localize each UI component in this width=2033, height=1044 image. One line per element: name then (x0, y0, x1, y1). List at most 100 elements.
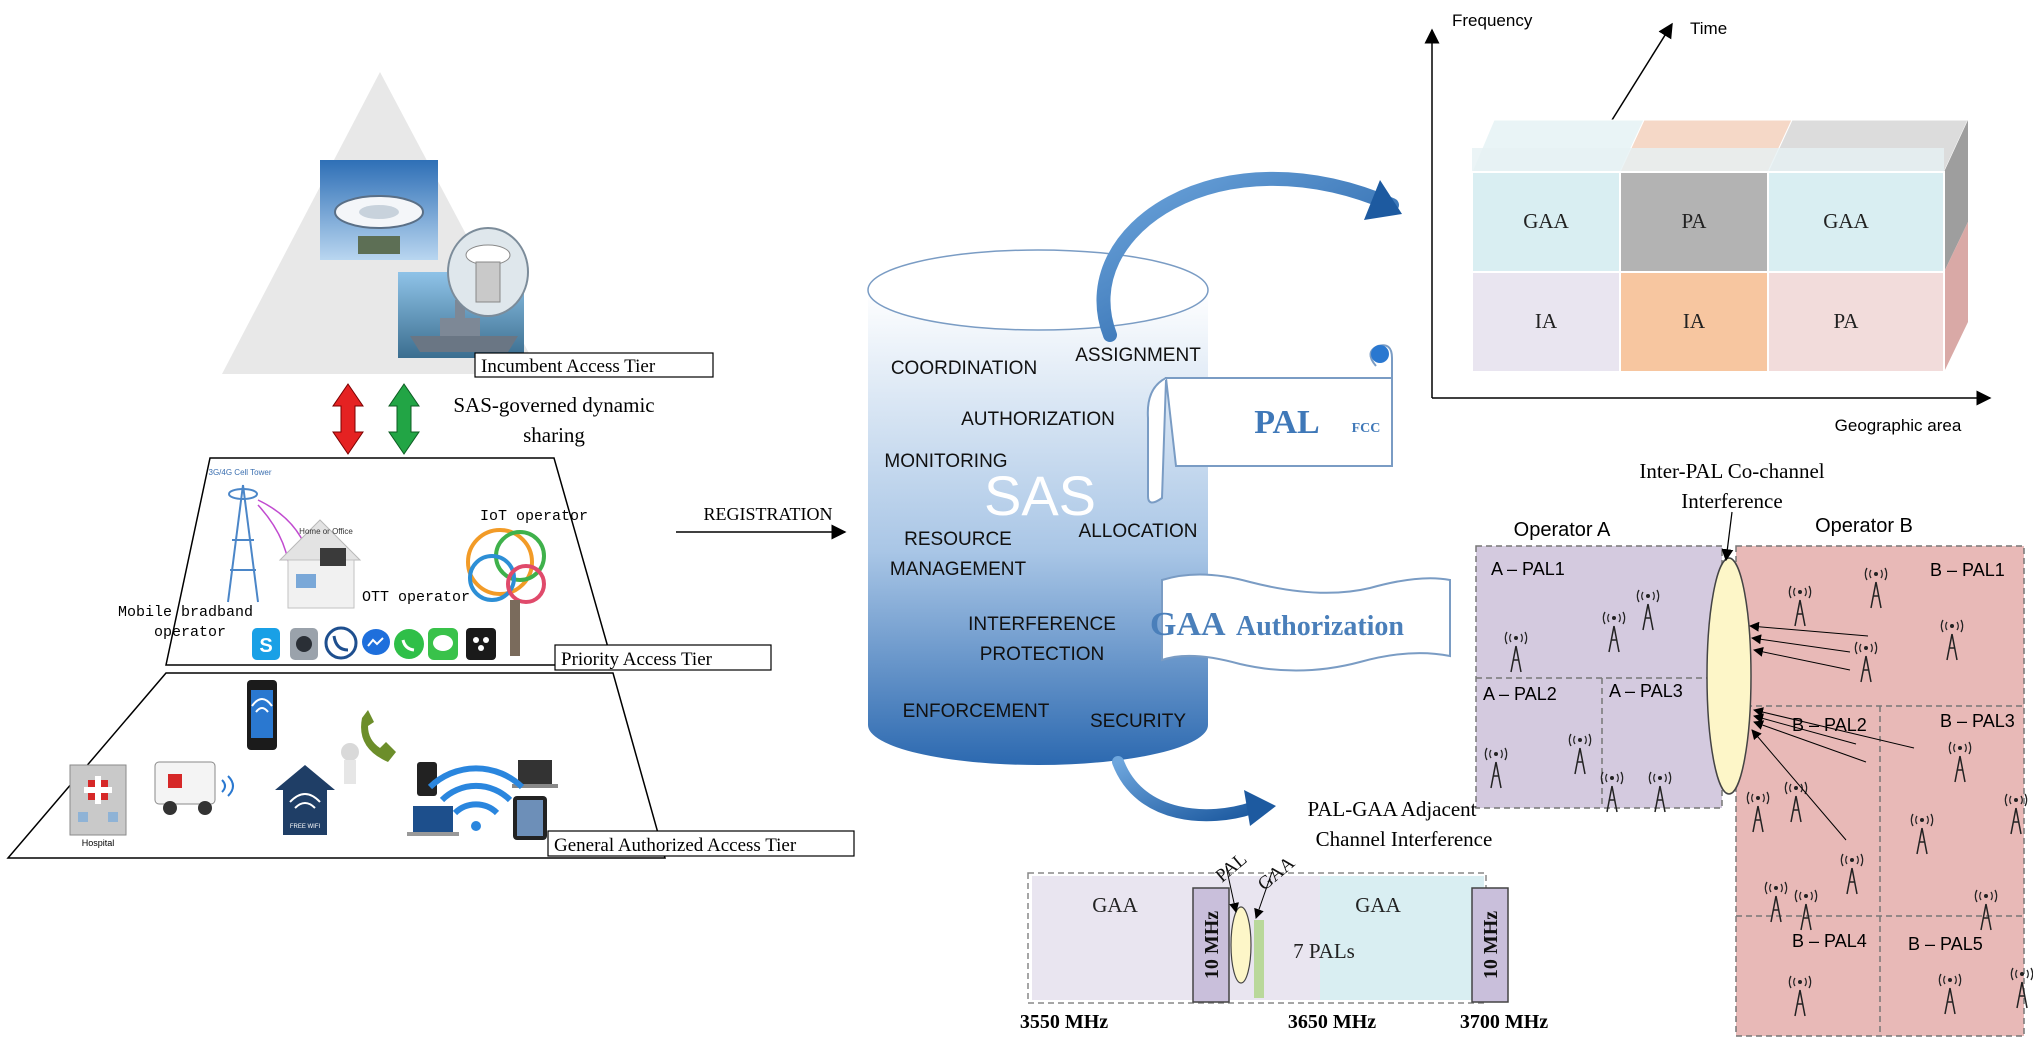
cell-tower-caption: 3G/4G Cell Tower (209, 468, 272, 477)
app-icons-row: S (252, 626, 496, 660)
antenna-icon (1568, 733, 1592, 775)
antenna-icon (1854, 641, 1878, 683)
interference-arrow (1753, 646, 1851, 671)
grid-label-bottom-2: IA (1683, 309, 1706, 333)
grid-cell-top-3 (1767, 171, 1945, 273)
sas-monitoring: MONITORING (884, 451, 1007, 472)
antenna-icon (1602, 611, 1626, 653)
adjacent-label-line1: PAL-GAA Adjacent (1308, 797, 1477, 821)
antenna-icon (1746, 791, 1770, 833)
b-pal4-label: B – PAL4 (1792, 931, 1867, 951)
blackberry-icon (466, 628, 496, 660)
interference-arrow (1753, 707, 1915, 749)
inter-pal-label-line1: Inter-PAL Co-channel (1639, 459, 1824, 483)
sas-cylinder-top (867, 249, 1209, 331)
spectrum-gaa-right-area (1320, 876, 1484, 1000)
hospital-icon (69, 764, 127, 836)
phone-handset-icon (341, 710, 396, 784)
antenna-icon (1788, 585, 1812, 627)
frequency-axis-label: Frequency (1452, 11, 1533, 30)
grid-label-bottom-1: IA (1535, 309, 1558, 333)
green-double-arrow (388, 383, 420, 455)
sas-enforcement: ENFORCEMENT (903, 701, 1050, 722)
sharing-label-line2: sharing (523, 423, 585, 447)
b-pal3-label: B – PAL3 (1940, 711, 2015, 731)
wifi-icon (427, 765, 525, 831)
ambulance-icon (154, 761, 234, 815)
antenna-icon (1484, 747, 1508, 789)
antenna-icon (1910, 813, 1934, 855)
spectrum-10mhz-right: 10 MHz (1480, 911, 1502, 979)
radar-icon (447, 227, 529, 317)
adjacent-interference-ellipse (1230, 906, 1252, 984)
devices-icon (407, 760, 558, 840)
sas-coordination: COORDINATION (891, 358, 1037, 379)
geographic-axis-label: Geographic area (1835, 416, 1962, 435)
antenna-icon (1940, 619, 1964, 661)
curved-arrow-to-spectrum (1112, 756, 1258, 822)
adjacent-label-line2: Channel Interference (1316, 827, 1493, 851)
a-pal1-label: A – PAL1 (1491, 559, 1565, 579)
grid-side-top (1944, 120, 1968, 272)
pal-block-right (1471, 887, 1509, 1003)
inter-pal-interference-ellipse (1706, 557, 1752, 795)
gaa-tier-label-box (547, 830, 855, 857)
spectrum-gaa-right: GAA (1355, 893, 1401, 917)
spectrum-7-pals: 7 PALs (1293, 939, 1355, 963)
tier-pyramid: Incumbent Access Tier SAS-governed dynam… (6, 72, 855, 859)
grid-cell-top-2 (1619, 171, 1769, 273)
b-pal1-label: B – PAL1 (1930, 560, 2005, 580)
antenna-icon (1504, 631, 1528, 673)
freq-3550: 3550 MHz (1020, 1011, 1108, 1033)
whatsapp-icon (394, 629, 424, 659)
gaa-tier-label: General Authorized Access Tier (554, 835, 797, 856)
antenna-icon (1788, 975, 1812, 1017)
inter-pal-pointer (1721, 511, 1734, 562)
phone-icon (324, 626, 358, 660)
messages-icon (428, 628, 458, 660)
antenna-icon (1794, 889, 1818, 931)
antenna-icon (1764, 881, 1788, 923)
grid-label-bottom-3: PA (1834, 309, 1860, 333)
priority-label-box (554, 644, 772, 671)
iot-brain-icon (466, 528, 546, 656)
sas-authorization: AUTHORIZATION (961, 409, 1115, 430)
sas-assignment: ASSIGNMENT (1075, 345, 1201, 366)
a-pal3-label: A – PAL3 (1609, 681, 1683, 701)
iot-operator-label: IoT operator (480, 508, 588, 525)
grid-label-top-1: GAA (1523, 209, 1569, 233)
interference-arrow (1751, 634, 1851, 653)
curved-arrow-head-spectrum (1244, 790, 1276, 826)
grid-top-face-strip (1472, 148, 1944, 172)
antenna-icon (1840, 853, 1864, 895)
mobile-operator-line1: Mobile bradband (118, 604, 253, 621)
freq-3650: 3650 MHz (1288, 1011, 1376, 1033)
gaa-guard-band (1254, 920, 1264, 998)
fcc-label: FCC (1352, 421, 1381, 436)
antenna-group (1484, 567, 2033, 1017)
interference-arrows (1749, 621, 1915, 841)
antenna-icon (1974, 889, 1998, 931)
sas-title: SAS (984, 464, 1096, 527)
spectrum-10mhz-left: 10 MHz (1201, 911, 1223, 979)
time-axis-label: Time (1690, 19, 1727, 38)
gaa-tag-pointer (1254, 871, 1273, 919)
b-pal2-label: B – PAL2 (1792, 715, 1867, 735)
ott-operator-label: OTT operator (362, 589, 470, 606)
interference-arrow (1753, 720, 1867, 763)
antenna-icon (1948, 741, 1972, 783)
sharing-label-line1: SAS-governed dynamic (453, 393, 654, 417)
curved-arrow-to-grid (1096, 171, 1399, 342)
smartphone-icon (247, 680, 277, 750)
pal-tag-pointer (1225, 865, 1239, 913)
inter-pal-label-line2: Interference (1681, 489, 1782, 513)
spectrum-gaa-left-area (1032, 876, 1320, 1000)
grid-cell-bottom-2 (1619, 271, 1769, 373)
skype-icon: S (252, 628, 280, 660)
spectrum-band: PAL-GAA Adjacent Channel Interference GA… (1020, 797, 1548, 1033)
grid-cell-bottom-3 (1767, 271, 1945, 373)
curved-arrow-head-grid (1364, 180, 1402, 220)
svg-text:S: S (259, 635, 272, 657)
grid-label-top-3: GAA (1823, 209, 1869, 233)
